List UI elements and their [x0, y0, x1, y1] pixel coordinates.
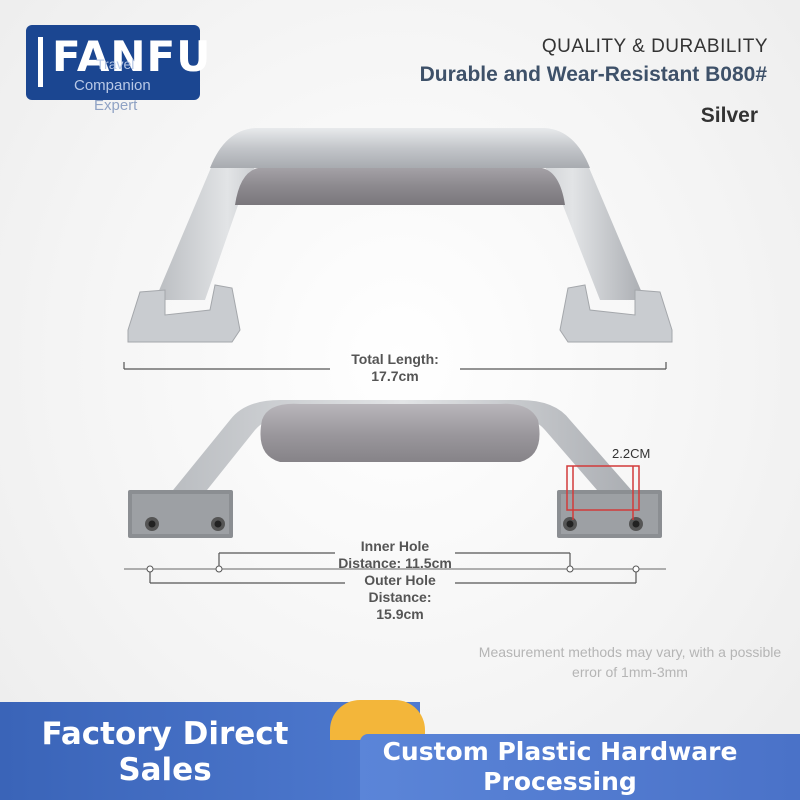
- inner-hole-value: Distance: 11.5cm: [338, 555, 452, 571]
- banner-accent-shape: [330, 700, 425, 740]
- handle-top-view-icon: [127, 128, 673, 343]
- bracket-height-dimension: [566, 465, 640, 520]
- logo-tagline-3: Expert: [94, 97, 138, 114]
- factory-banner-line-2: Sales: [118, 752, 212, 788]
- custom-processing-text: Custom Plastic Hardware Processing: [380, 737, 740, 797]
- total-length-value: 17.7cm: [371, 368, 419, 384]
- measurement-note: Measurement methods may vary, with a pos…: [478, 644, 782, 680]
- outer-hole-title: Outer Hole: [364, 572, 436, 588]
- outer-hole-label: Outer Hole Distance: 15.9cm: [330, 572, 470, 623]
- outer-hole-value: 15.9cm: [376, 606, 424, 622]
- logo-tagline-1: Travel: [96, 56, 135, 72]
- product-title: Durable and Wear-Resistant B080#: [419, 63, 767, 86]
- quality-heading: QUALITY & DURABILITY: [541, 36, 768, 57]
- logo-brand-name: FANFU: [52, 32, 212, 81]
- logo-tagline-2: Companion: [74, 77, 151, 94]
- brand-logo: FANFU: [26, 25, 210, 100]
- inner-hole-title: Inner Hole: [360, 538, 430, 554]
- outer-hole-mid: Distance:: [368, 589, 432, 605]
- total-length-label: Total Length: 17.7cm: [330, 351, 460, 385]
- logo-bar: [38, 37, 43, 87]
- inner-hole-label: Inner Hole Distance: 11.5cm: [320, 538, 470, 572]
- total-length-title: Total Length:: [351, 351, 439, 367]
- factory-banner-line-1: Factory Direct: [41, 716, 289, 752]
- factory-banner-text: Factory Direct Sales: [40, 716, 290, 788]
- color-label: Silver: [700, 104, 758, 127]
- total-length-dimension: [123, 362, 667, 370]
- custom-processing-line-2: Processing: [483, 767, 637, 796]
- custom-processing-banner: [360, 734, 800, 800]
- bracket-height-label: 2.2CM: [612, 446, 651, 461]
- hole-distance-dimensions: [124, 552, 666, 584]
- custom-processing-line-1: Custom Plastic Hardware: [382, 737, 738, 766]
- handle-bottom-view-icon: [128, 400, 662, 538]
